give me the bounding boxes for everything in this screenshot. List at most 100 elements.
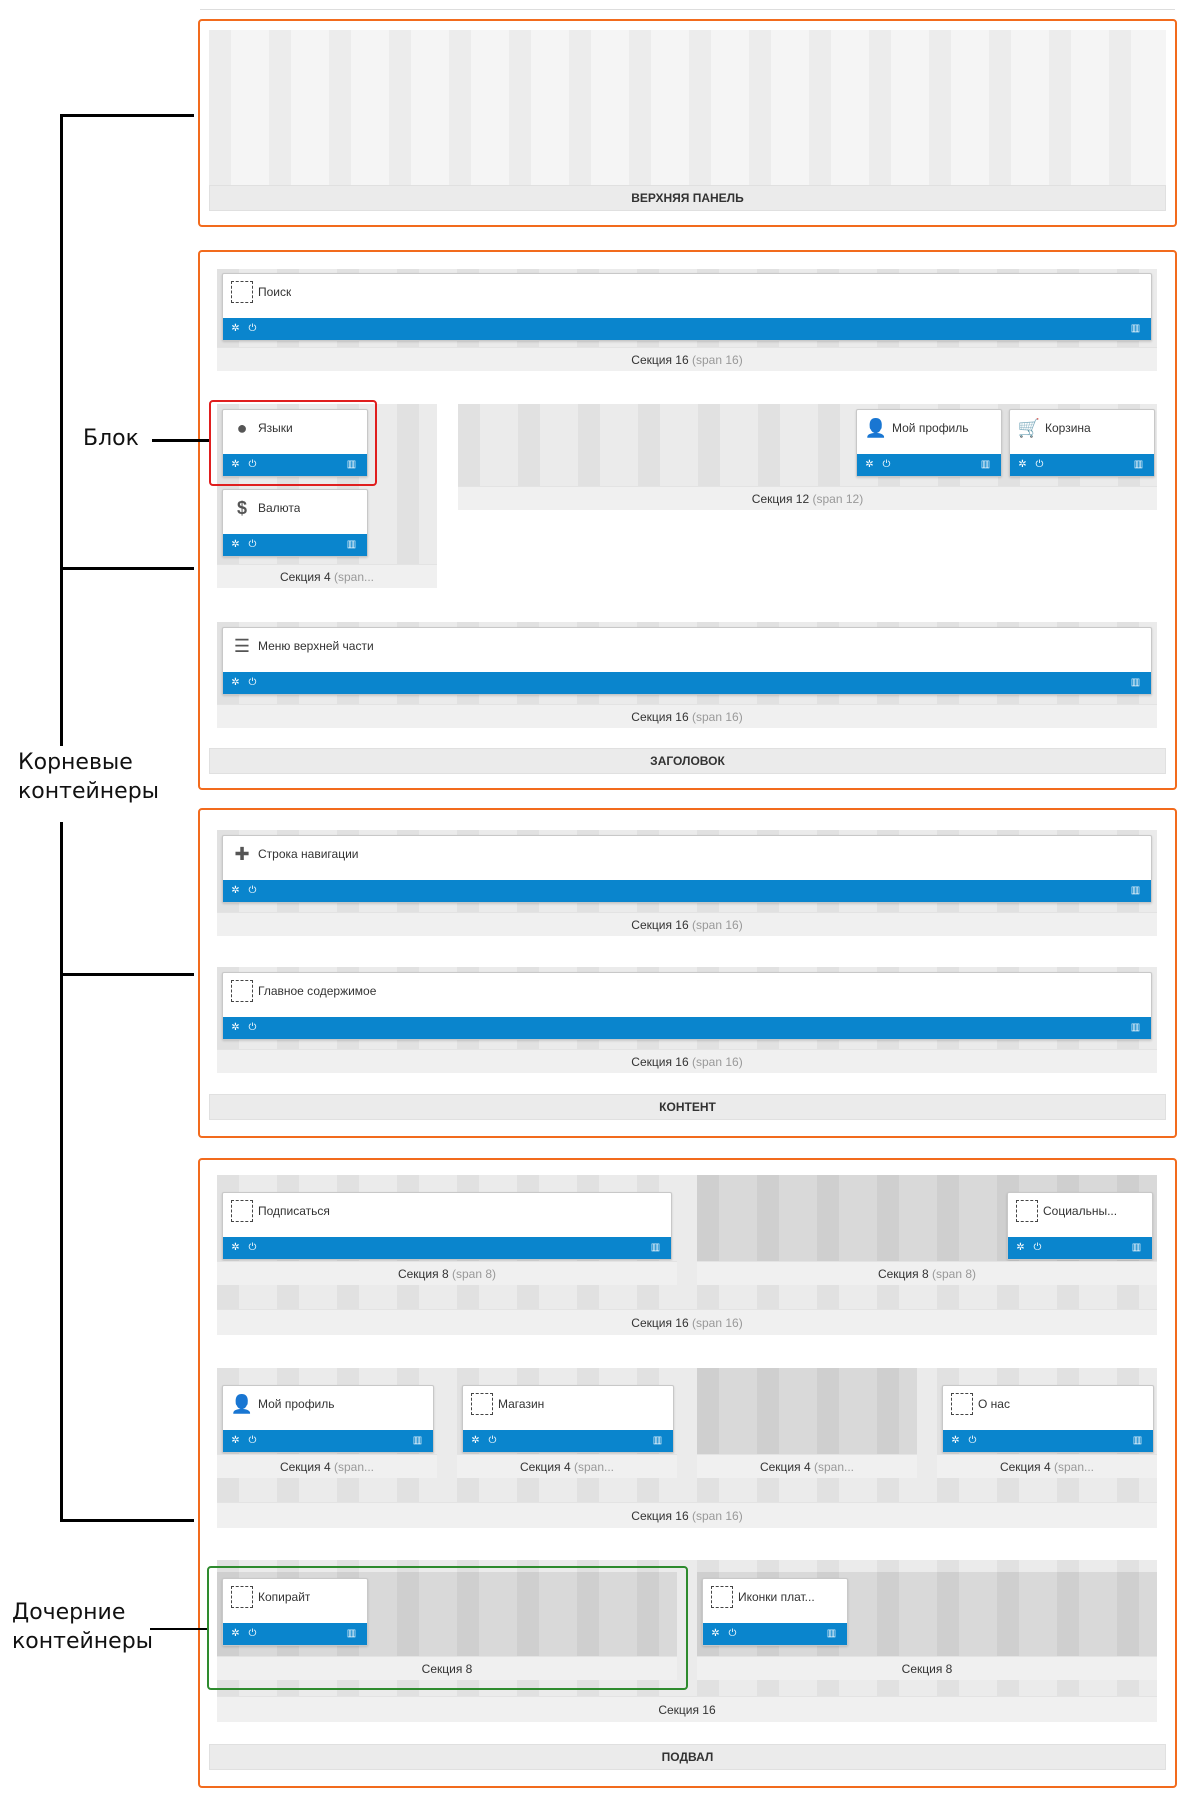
gear-icon[interactable]: ✲ (231, 1628, 240, 1639)
block-my-profile[interactable]: 👤Мой профиль ✲ ⏻ ▥ (856, 409, 1002, 477)
gear-icon[interactable]: ✲ (231, 459, 240, 470)
root-container-top-panel: ВЕРХНЯЯ ПАНЕЛЬ (198, 19, 1177, 227)
section-4-profile[interactable]: 👤Мой профиль ✲ ⏻ ▥ Секция 4 (span... (217, 1368, 437, 1480)
block-currency[interactable]: $Валюта ✲ ⏻ ▥ (222, 489, 368, 557)
section-16-footer-row1[interactable]: Подписаться ✲ ⏻ ▥ Секция 8 (span 8) Соци… (217, 1175, 1157, 1337)
power-icon[interactable]: ⏻ (1033, 1242, 1042, 1253)
gear-icon[interactable]: ✲ (1016, 1242, 1025, 1253)
block-about[interactable]: О нас ✲ ⏻ ▥ (942, 1385, 1154, 1453)
section-8-subscribe[interactable]: Подписаться ✲ ⏻ ▥ Секция 8 (span 8) (217, 1175, 677, 1285)
block-top-menu[interactable]: ☰Меню верхней части ✲ ⏻ ▥ (222, 627, 1152, 695)
section-12-profile[interactable]: 👤Мой профиль ✲ ⏻ ▥ 🛒Корзина ✲ ⏻ ▥ Секция… (458, 404, 1157, 516)
power-icon[interactable]: ⏻ (248, 1435, 257, 1446)
power-icon[interactable]: ⏻ (882, 459, 891, 470)
trash-icon[interactable]: ▥ (1132, 1435, 1143, 1446)
power-icon[interactable]: ⏻ (248, 459, 257, 470)
block-languages[interactable]: ●Языки ✲ ⏻ ▥ (222, 409, 368, 477)
power-icon[interactable]: ⏻ (248, 1628, 257, 1639)
top-panel-grid (209, 30, 1166, 185)
trash-icon[interactable]: ▥ (1130, 885, 1141, 896)
section-footer: Секция 16 (217, 1696, 1157, 1722)
placeholder-icon (231, 1200, 253, 1222)
trash-icon[interactable]: ▥ (980, 459, 991, 470)
power-icon[interactable]: ⏻ (248, 677, 257, 688)
annotation-root-containers: Корневые контейнеры (18, 750, 160, 804)
section-8-payment-icons[interactable]: Иконки плат... ✲ ⏻ ▥ Секция 8 (697, 1572, 1157, 1682)
user-icon: 👤 (230, 1393, 254, 1414)
cart-icon: 🛒 (1017, 417, 1041, 438)
power-icon[interactable]: ⏻ (968, 1435, 977, 1446)
power-icon[interactable]: ⏻ (728, 1628, 737, 1639)
trash-icon[interactable]: ▥ (1130, 677, 1141, 688)
section-footer: Секция 4 (span... (697, 1454, 917, 1478)
section-8-copyright[interactable]: Копирайт ✲ ⏻ ▥ Секция 8 (217, 1572, 677, 1682)
block-breadcrumbs[interactable]: ✚Строка навигации ✲ ⏻ ▥ (222, 835, 1152, 903)
trash-icon[interactable]: ▥ (346, 539, 357, 550)
power-icon[interactable]: ⏻ (248, 885, 257, 896)
block-social[interactable]: Социальны... ✲ ⏻ ▥ (1007, 1192, 1153, 1260)
section-4-shop[interactable]: Магазин ✲ ⏻ ▥ Секция 4 (span... (457, 1368, 677, 1480)
section-16-footer-row2[interactable]: 👤Мой профиль ✲ ⏻ ▥ Секция 4 (span... Маг… (217, 1368, 1157, 1530)
placeholder-icon (711, 1586, 733, 1608)
trash-icon[interactable]: ▥ (412, 1435, 423, 1446)
power-icon[interactable]: ⏻ (248, 323, 257, 334)
power-icon[interactable]: ⏻ (248, 1022, 257, 1033)
block-copyright[interactable]: Копирайт ✲ ⏻ ▥ (222, 1578, 368, 1646)
power-icon[interactable]: ⏻ (1035, 459, 1044, 470)
block-subscribe[interactable]: Подписаться ✲ ⏻ ▥ (222, 1192, 672, 1260)
section-footer: Секция 16 (span 16) (217, 912, 1157, 936)
block-highlight (209, 400, 377, 486)
trash-icon[interactable]: ▥ (1131, 1242, 1142, 1253)
gear-icon[interactable]: ✲ (231, 323, 240, 334)
user-icon: 👤 (864, 417, 888, 438)
gear-icon[interactable]: ✲ (1018, 459, 1027, 470)
placeholder-icon (231, 980, 253, 1002)
power-icon[interactable]: ⏻ (248, 1242, 257, 1253)
section-16-main-content[interactable]: Главное содержимое ✲ ⏻ ▥ Секция 16 (span… (217, 967, 1157, 1079)
section-footer: Секция 8 (697, 1656, 1157, 1680)
root-label-top-panel: ВЕРХНЯЯ ПАНЕЛЬ (209, 185, 1166, 211)
trash-icon[interactable]: ▥ (1130, 1022, 1141, 1033)
annotation-child-containers: Дочерние контейнеры (12, 1600, 154, 1654)
trash-icon[interactable]: ▥ (652, 1435, 663, 1446)
trash-icon[interactable]: ▥ (650, 1242, 661, 1253)
power-icon[interactable]: ⏻ (248, 539, 257, 550)
section-4-about[interactable]: О нас ✲ ⏻ ▥ Секция 4 (span... (937, 1368, 1157, 1480)
trash-icon[interactable]: ▥ (1133, 459, 1144, 470)
bracket-tick-footer (60, 1519, 194, 1522)
block-title: Поиск (258, 285, 292, 299)
section-16-breadcrumbs[interactable]: ✚Строка навигации ✲ ⏻ ▥ Секция 16 (span … (217, 830, 1157, 942)
block-main-content[interactable]: Главное содержимое ✲ ⏻ ▥ (222, 972, 1152, 1040)
trash-icon[interactable]: ▥ (1130, 323, 1141, 334)
globe-icon: ● (236, 417, 248, 438)
block-my-profile-footer[interactable]: 👤Мой профиль ✲ ⏻ ▥ (222, 1385, 434, 1453)
signpost-icon: ✚ (234, 843, 250, 864)
trash-icon[interactable]: ▥ (346, 1628, 357, 1639)
trash-icon[interactable]: ▥ (826, 1628, 837, 1639)
gear-icon[interactable]: ✲ (231, 1435, 240, 1446)
block-cart[interactable]: 🛒Корзина ✲ ⏻ ▥ (1009, 409, 1155, 477)
section-4-empty[interactable]: Секция 4 (span... (697, 1368, 917, 1480)
section-8-social[interactable]: Социальны... ✲ ⏻ ▥ Секция 8 (span 8) (697, 1175, 1157, 1285)
gear-icon[interactable]: ✲ (865, 459, 874, 470)
gear-icon[interactable]: ✲ (951, 1435, 960, 1446)
gear-icon[interactable]: ✲ (471, 1435, 480, 1446)
section-footer: Секция 16 (span 16) (217, 704, 1157, 728)
section-16-top-menu[interactable]: ☰Меню верхней части ✲ ⏻ ▥ Секция 16 (spa… (217, 622, 1157, 732)
section-footer: Секция 16 (span 16) (217, 1309, 1157, 1335)
gear-icon[interactable]: ✲ (231, 1242, 240, 1253)
placeholder-icon (231, 281, 253, 303)
gear-icon[interactable]: ✲ (231, 677, 240, 688)
gear-icon[interactable]: ✲ (711, 1628, 720, 1639)
root-label-header: ЗАГОЛОВОК (209, 748, 1166, 774)
block-search[interactable]: Поиск ✲ ⏻ ▥ (222, 273, 1152, 341)
gear-icon[interactable]: ✲ (231, 539, 240, 550)
section-16-search[interactable]: Поиск ✲ ⏻ ▥ Секция 16 (span 16) (217, 269, 1157, 381)
gear-icon[interactable]: ✲ (231, 1022, 240, 1033)
gear-icon[interactable]: ✲ (231, 885, 240, 896)
block-payment-icons[interactable]: Иконки плат... ✲ ⏻ ▥ (702, 1578, 848, 1646)
block-shop[interactable]: Магазин ✲ ⏻ ▥ (462, 1385, 674, 1453)
trash-icon[interactable]: ▥ (346, 459, 357, 470)
power-icon[interactable]: ⏻ (488, 1435, 497, 1446)
section-footer: Секция 16 (span 16) (217, 1049, 1157, 1073)
